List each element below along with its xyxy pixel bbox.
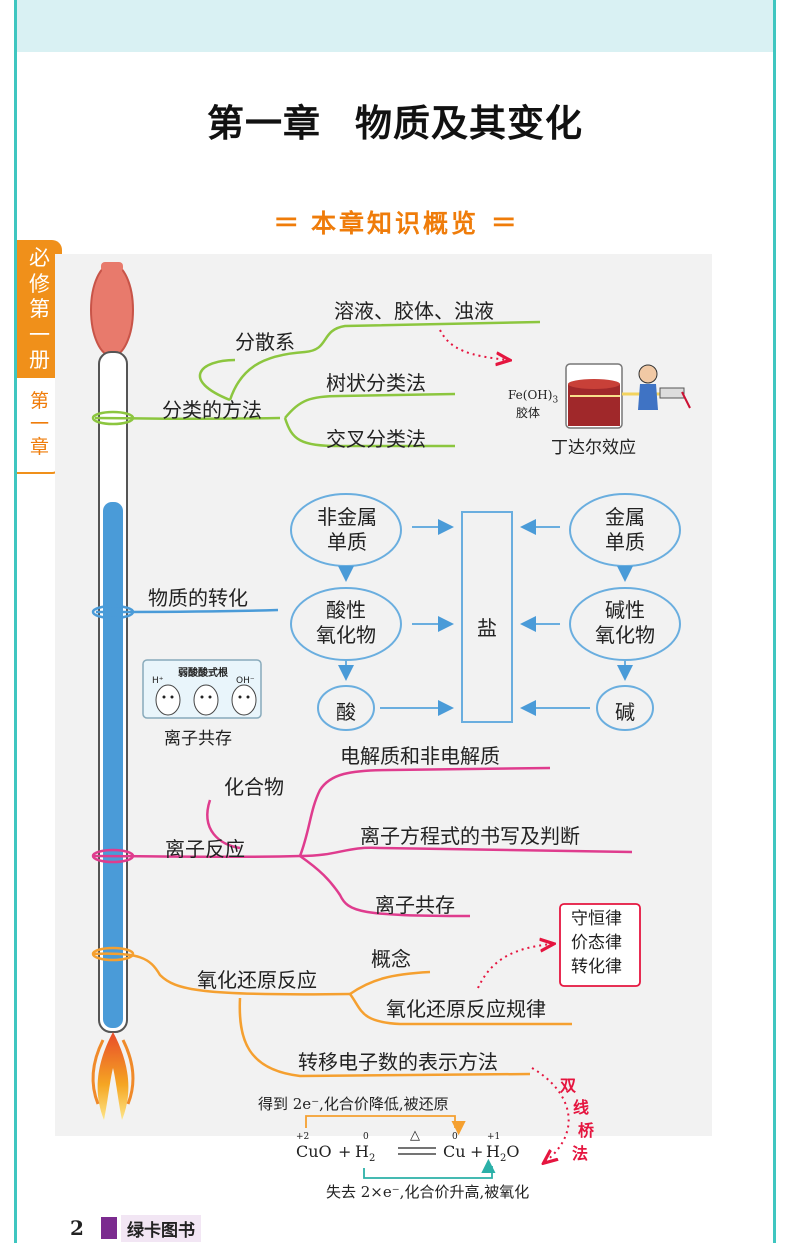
ox-state: +2 bbox=[296, 1132, 310, 1142]
section-heading: ＝ 本章知识概览 ＝ bbox=[0, 203, 790, 240]
label-nonmetal: 非金属单质 bbox=[317, 505, 377, 554]
root-redox: 氧化还原反应 bbox=[197, 968, 317, 992]
brand-name: 绿卡图书 bbox=[121, 1214, 201, 1242]
transformation-network bbox=[290, 493, 681, 731]
method-char: 双 bbox=[560, 1076, 577, 1095]
reaction-condition: △ bbox=[410, 1128, 420, 1143]
ox-state: 0 bbox=[452, 1132, 458, 1142]
plus-sign: + bbox=[470, 1142, 484, 1161]
item-redox-rules: 氧化还原反应规律 bbox=[386, 997, 546, 1021]
reaction-equals bbox=[398, 1147, 436, 1155]
item-cross-classification: 交叉分类法 bbox=[326, 427, 426, 451]
flame-icon bbox=[97, 1032, 129, 1120]
branch-classification bbox=[91, 320, 541, 448]
method-char: 法 bbox=[572, 1144, 589, 1163]
node-acid-oxide bbox=[290, 587, 402, 661]
page-number: 2 bbox=[70, 1216, 84, 1240]
tyndall-label-formula: Fe(OH)3 bbox=[508, 388, 559, 406]
node-acid bbox=[317, 685, 375, 731]
red-dotted-arrow-rules bbox=[477, 944, 552, 989]
chapter-name: 物质及其变化 bbox=[355, 101, 583, 145]
reactant-h2: H2 bbox=[355, 1142, 376, 1165]
oxidation-bracket bbox=[363, 1158, 496, 1179]
root-ionic: 离子反应 bbox=[165, 837, 245, 861]
tyndall-label-colloid: 胶体 bbox=[516, 406, 541, 420]
ion-beaker-icon bbox=[142, 659, 262, 719]
item-dispersion-types: 溶液、胶体、浊液 bbox=[334, 299, 494, 323]
method-char: 桥 bbox=[578, 1121, 595, 1140]
tube-graphic bbox=[90, 262, 135, 1120]
heading-bar-right: ＝ bbox=[490, 209, 517, 239]
item-electron-transfer: 转移电子数的表示方法 bbox=[298, 1050, 498, 1074]
beaker-ion-h: H⁺ bbox=[152, 676, 164, 686]
beaker-ion-oh: OH⁻ bbox=[236, 676, 255, 686]
reduction-bracket bbox=[305, 1115, 466, 1136]
reduction-note: 得到 2e⁻,化合价降低,被还原 bbox=[258, 1095, 449, 1113]
side-tab: 必 修 第 一 册 第 一 章 bbox=[17, 240, 62, 474]
item-tree-classification: 树状分类法 bbox=[326, 371, 426, 395]
chapter-title: 第一章物质及其变化 bbox=[0, 93, 790, 147]
label-acid: 酸 bbox=[336, 700, 356, 724]
page-frame-left bbox=[14, 0, 17, 1243]
beaker-caption: 离子共存 bbox=[164, 729, 232, 749]
label-metal: 金属单质 bbox=[605, 505, 645, 554]
item-redox-concept: 概念 bbox=[371, 947, 411, 971]
product-cu: Cu bbox=[443, 1142, 466, 1161]
reactant-cuo: CuO bbox=[296, 1142, 332, 1161]
side-tab-char: 章 bbox=[29, 436, 49, 459]
side-tab-book: 必 修 第 一 册 bbox=[17, 240, 62, 376]
root-classification: 分类的方法 bbox=[162, 398, 262, 422]
rule-conversion: 转化律 bbox=[571, 956, 622, 977]
root-transformation: 物质的转化 bbox=[148, 586, 248, 610]
rules-list: 守恒律 价态律 转化律 bbox=[571, 908, 622, 979]
beaker-text: 弱酸酸式根 bbox=[178, 668, 228, 679]
section-heading-text: 本章知识概览 bbox=[310, 209, 479, 238]
product-h2o: H2O bbox=[486, 1142, 520, 1165]
tube-bulb bbox=[90, 263, 134, 357]
node-base bbox=[596, 685, 654, 731]
plus-sign: + bbox=[338, 1142, 352, 1161]
item-ion-coexistence: 离子共存 bbox=[375, 893, 455, 917]
side-tab-char: 必 bbox=[29, 246, 50, 270]
brand-logo: 绿卡图书 bbox=[101, 1214, 201, 1242]
side-tab-char: 一 bbox=[29, 413, 49, 436]
label-base: 碱 bbox=[615, 700, 635, 724]
chapter-number: 第一章 bbox=[207, 101, 321, 145]
branch-redox bbox=[91, 946, 572, 1078]
rule-conservation: 守恒律 bbox=[571, 909, 622, 929]
side-tab-char: 册 bbox=[29, 348, 50, 373]
node-salt bbox=[461, 511, 513, 723]
label-base-oxide: 碱性氧化物 bbox=[595, 598, 655, 647]
side-tab-char: 修 bbox=[29, 271, 50, 296]
oxidation-note: 失去 2×e⁻,化合价升高,被氧化 bbox=[326, 1183, 530, 1201]
rules-box bbox=[559, 903, 641, 987]
method-char: 线 bbox=[573, 1098, 590, 1117]
tyndall-caption: 丁达尔效应 bbox=[551, 438, 636, 458]
top-band bbox=[17, 0, 773, 52]
ox-state: 0 bbox=[363, 1132, 369, 1142]
branch-ionic bbox=[91, 766, 633, 918]
node-base-oxide bbox=[569, 587, 681, 661]
rule-valence: 价态律 bbox=[571, 932, 622, 953]
item-electrolytes: 电解质和非电解质 bbox=[340, 744, 500, 768]
side-tab-char: 第 bbox=[29, 297, 50, 322]
tube-liquid bbox=[103, 502, 123, 1028]
side-tab-char: 一 bbox=[29, 322, 50, 347]
ox-state: +1 bbox=[487, 1132, 501, 1142]
red-dotted-arrow-tyndall bbox=[439, 329, 508, 360]
label-salt: 盐 bbox=[477, 616, 497, 640]
group-compound: 化合物 bbox=[224, 775, 284, 799]
heading-bar-left: ＝ bbox=[273, 209, 300, 239]
branch-transformation bbox=[91, 604, 279, 620]
label-acid-oxide: 酸性氧化物 bbox=[316, 598, 376, 647]
side-tab-char: 第 bbox=[29, 390, 49, 412]
tyndall-beaker-icon bbox=[565, 363, 691, 429]
page-frame-right bbox=[773, 0, 776, 1243]
item-ionic-equation: 离子方程式的书写及判断 bbox=[360, 824, 580, 848]
group-dispersion: 分散系 bbox=[235, 330, 295, 354]
brand-mark-icon bbox=[101, 1217, 117, 1239]
